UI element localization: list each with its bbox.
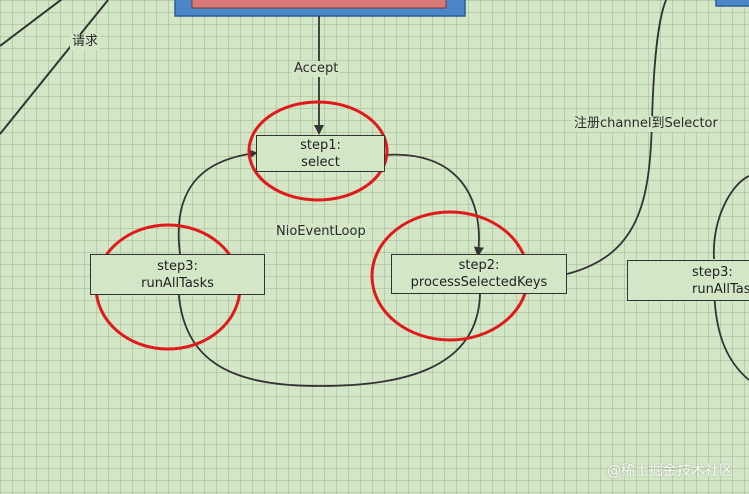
step3-runalltasks-node: step3: runAllTasks (90, 254, 265, 295)
step1-name: select (301, 154, 340, 170)
step3-label: step3: (157, 258, 198, 274)
step2-label: step2: (458, 258, 500, 273)
step1-select-node: step1: select (256, 135, 385, 172)
top-acceptor-box (174, 0, 466, 17)
request-line-lower (0, 0, 109, 135)
watermark: @稀土掘金技术社区 (607, 463, 733, 479)
step3-name: runAllTasks (141, 275, 214, 291)
runall-to-select-arrow (177, 149, 258, 255)
register-channel-label: 注册channel到Selector (572, 116, 720, 132)
accept-label: Accept (292, 61, 341, 77)
request-line-upper (0, 0, 63, 47)
select-to-process-arrow (384, 153, 484, 257)
nio-event-loop-label: NioEventLoop (274, 224, 368, 240)
process-to-runall-arrow (173, 276, 481, 387)
right-loop-top-arrow (713, 175, 749, 260)
step3-runalltasks-node-right: step3: runAllTasks (627, 260, 749, 301)
register-channel-line (566, 0, 668, 275)
request-label: 请求 (70, 34, 101, 50)
step2-process-node: step2: processSelectedKeys (391, 254, 567, 294)
step3-right-name: runAllTasks (692, 281, 749, 297)
top-right-box (715, 0, 749, 7)
step2-name: processSelectedKeys (410, 275, 548, 290)
highlight-circle-select (247, 100, 389, 202)
step1-label: step1: (300, 137, 341, 153)
step3-right-label: step3: (692, 264, 733, 280)
